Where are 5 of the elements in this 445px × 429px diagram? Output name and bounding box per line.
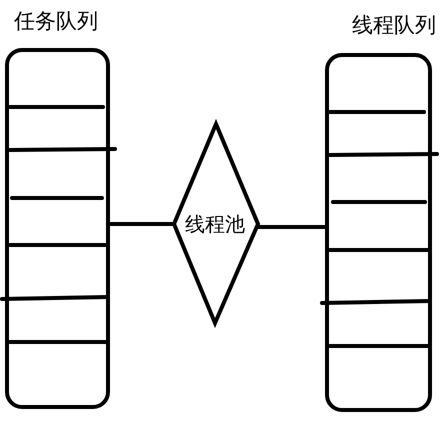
queue-title: 线程队列 <box>352 13 436 38</box>
connector-line <box>258 225 325 229</box>
node-label: 线程池 <box>185 212 245 234</box>
queue-title: 任务队列 <box>14 9 98 34</box>
connector-line <box>110 222 174 226</box>
